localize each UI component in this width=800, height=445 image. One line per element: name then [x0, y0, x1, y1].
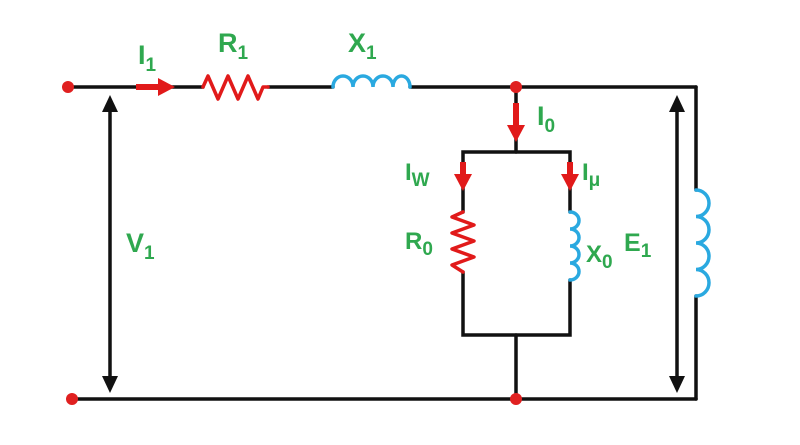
circuit-wires: [66, 85, 698, 401]
terminal-dot-icon: [62, 81, 74, 93]
resistor-icon: [450, 210, 476, 274]
terminal-dot-icon: [66, 393, 78, 405]
inductor-icon: [694, 188, 711, 298]
parallel-branch-bottom: [461, 270, 572, 337]
label-r0: R0: [405, 228, 433, 260]
junction-dot-icon: [510, 81, 522, 93]
label-iw: IW: [405, 159, 430, 191]
current-arrow-icon: [561, 162, 579, 191]
label-v1: V1: [126, 228, 155, 264]
parallel-branch-top: [461, 150, 572, 214]
label-i1: I1: [138, 40, 157, 76]
label-x0: X0: [586, 241, 613, 273]
current-arrow-icon: [507, 103, 525, 142]
junction-dot-icon: [510, 393, 522, 405]
resistor-icon: [201, 74, 270, 101]
label-r1: R1: [218, 28, 249, 64]
current-arrow-icon: [136, 78, 175, 96]
inductor-icon: [331, 74, 412, 89]
voltage-arrow-v1: [102, 95, 118, 393]
label-x1: X1: [348, 28, 377, 64]
label-imu: Iμ: [582, 159, 600, 191]
inductor-icon: [568, 210, 581, 282]
current-arrow-icon: [454, 162, 472, 191]
label-e1: E1: [624, 229, 652, 262]
label-i0: I0: [537, 101, 555, 137]
voltage-arrow-e1: [669, 95, 685, 393]
